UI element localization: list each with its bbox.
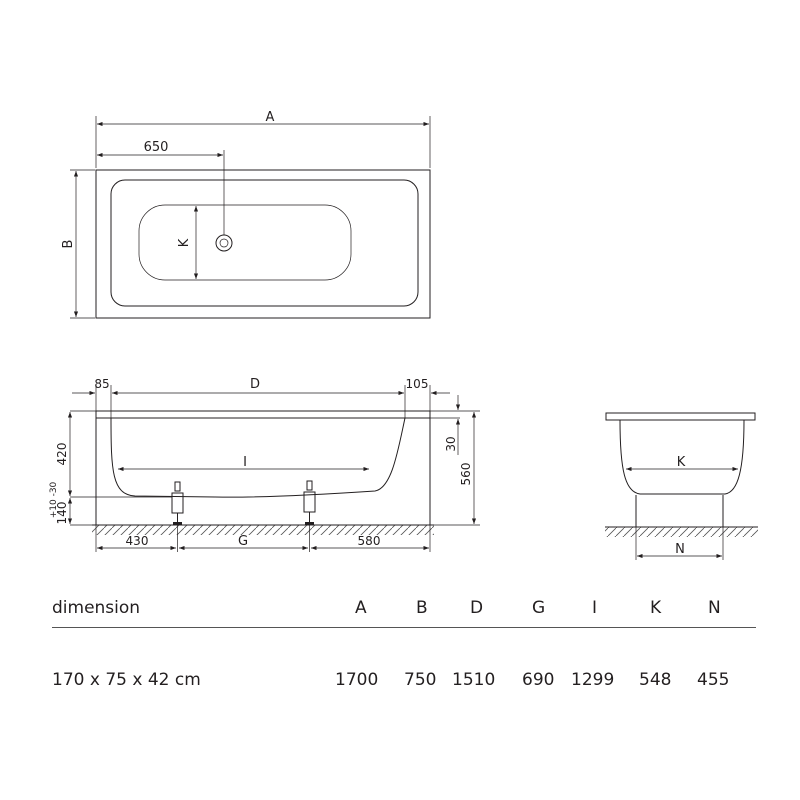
table-header-n: N xyxy=(708,598,721,618)
drain-inner xyxy=(219,238,229,248)
table-cell-k: 548 xyxy=(639,670,672,690)
tub-basin-profile xyxy=(110,417,406,498)
dim-i-label: I xyxy=(243,455,247,470)
dim-k-label-end: K xyxy=(677,455,686,470)
dim-85-label: 85 xyxy=(94,377,109,391)
table-header-i: I xyxy=(592,598,598,618)
dim-650-label: 650 xyxy=(144,140,169,155)
tub-outline-side xyxy=(95,410,431,526)
tub-outline-top xyxy=(95,169,431,319)
dim-g-label: G xyxy=(238,534,248,549)
table-cell-g: 690 xyxy=(522,670,555,690)
dim-580-label: 580 xyxy=(358,534,381,548)
tub-rim-top xyxy=(110,179,419,307)
side-view: 85 D 105 I 420 +10 -30 140 30 560 430 G … xyxy=(49,377,480,552)
end-view: K N xyxy=(605,412,758,560)
table-cell-i: 1299 xyxy=(571,670,615,690)
dim-d-label: D xyxy=(250,377,260,392)
drain-icon xyxy=(215,234,233,252)
dim-430-label: 430 xyxy=(126,534,149,548)
dim-b-label: B xyxy=(61,240,76,249)
table-cell-a: 1700 xyxy=(335,670,379,690)
dim-n-label: N xyxy=(675,542,685,557)
table-header-b: B xyxy=(416,598,428,618)
table-divider xyxy=(52,627,756,628)
dim-a-label: A xyxy=(266,110,275,125)
dim-560-label: 560 xyxy=(459,463,473,486)
floor-hatch-end xyxy=(605,527,758,537)
tub-basin-top xyxy=(138,204,352,281)
top-view: A 650 B K xyxy=(61,110,431,319)
dim-k-label-top: K xyxy=(177,238,192,247)
table-header-dimension: dimension xyxy=(52,598,141,618)
table-cell-n: 455 xyxy=(697,670,730,690)
table-cell-model: 170 x 75 x 42 cm xyxy=(52,670,201,690)
foot-left xyxy=(171,481,184,525)
dim-105-label: 105 xyxy=(406,377,429,391)
floor-hatch xyxy=(92,525,434,535)
tub-basin-end xyxy=(619,419,745,495)
table-cell-b: 750 xyxy=(404,670,437,690)
table-header-g: G xyxy=(532,598,546,618)
dim-30-label: 30 xyxy=(444,436,458,451)
table-cell-d: 1510 xyxy=(452,670,496,690)
table-header-k: K xyxy=(650,598,662,618)
dim-adjust-label: +10 -30 xyxy=(49,481,59,518)
dim-420-label: 420 xyxy=(55,443,69,466)
foot-right xyxy=(303,480,316,525)
dim-140-label: 140 xyxy=(55,502,69,525)
table-header-d: D xyxy=(470,598,484,618)
rim-end xyxy=(605,412,756,421)
table-header-a: A xyxy=(355,598,367,618)
